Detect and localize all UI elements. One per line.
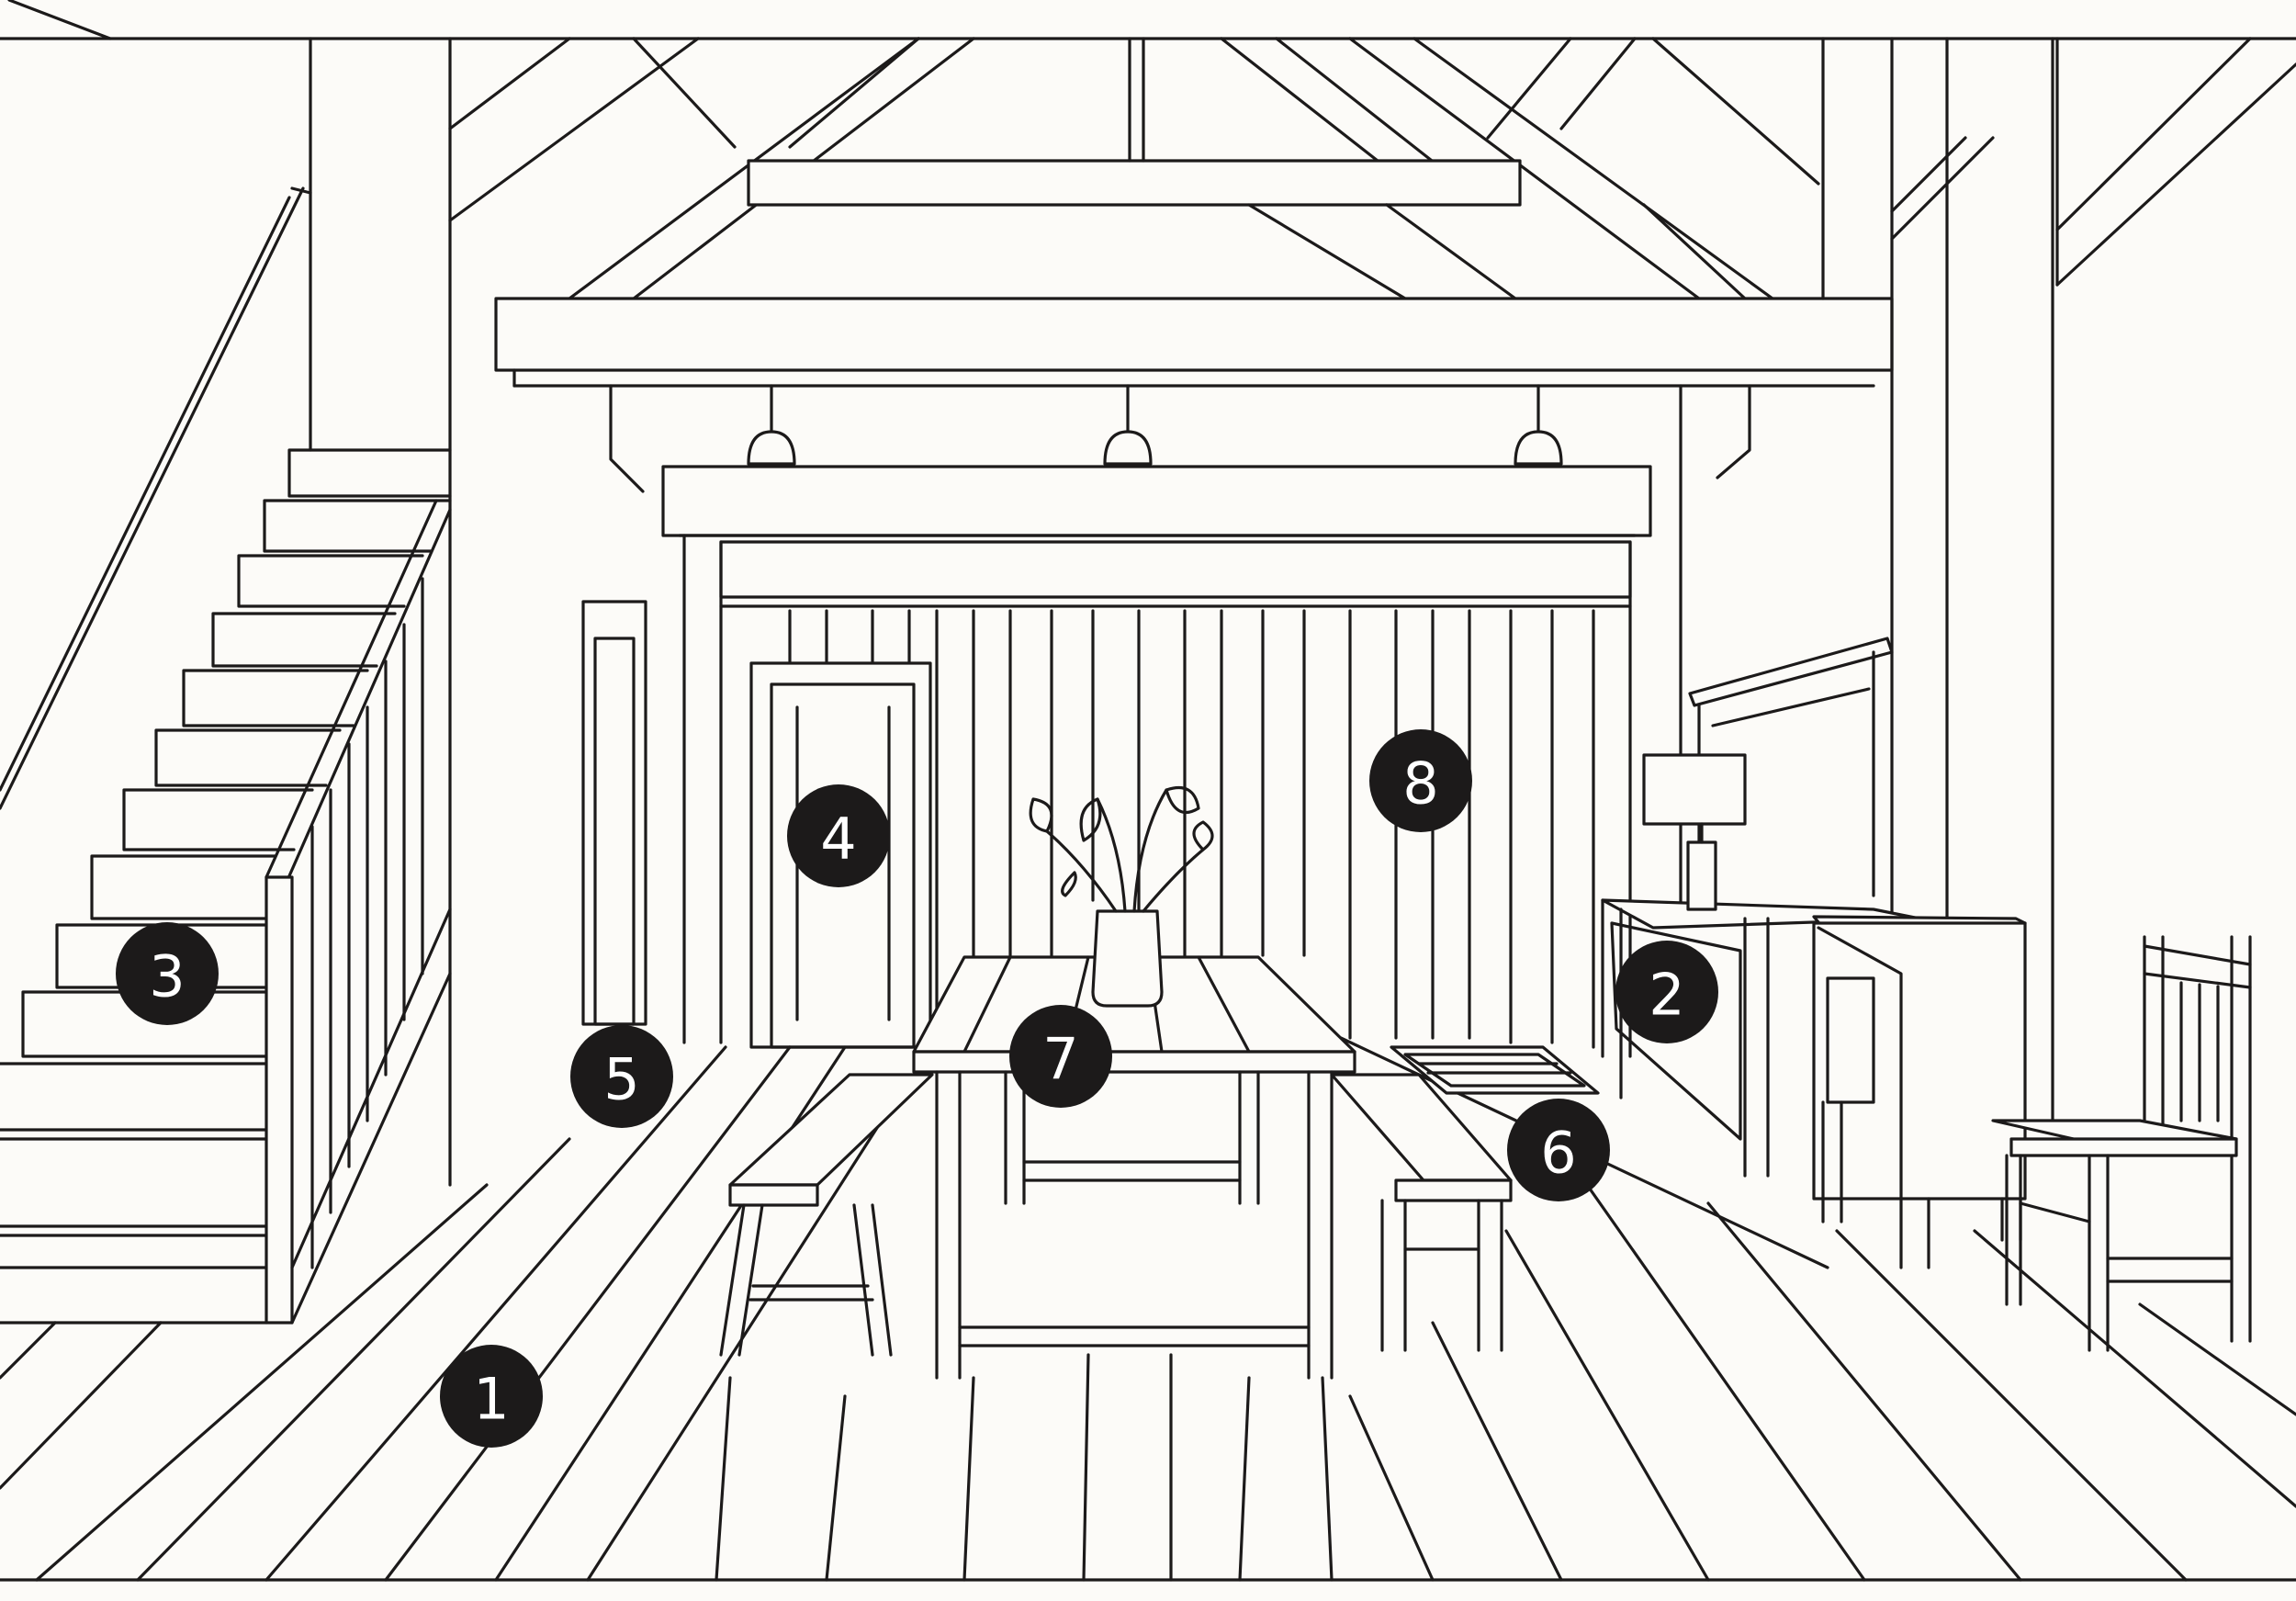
bench-right <box>1330 1073 1513 1352</box>
lower-beam <box>609 384 1751 1058</box>
marker-1-label: 1 <box>473 1366 509 1433</box>
marker-5: 5 <box>570 1025 673 1128</box>
marker-6: 6 <box>1507 1099 1610 1201</box>
bench-left <box>719 1073 934 1357</box>
marker-5-label: 5 <box>603 1046 639 1113</box>
marker-8-label: 8 <box>1402 750 1438 817</box>
marker-7: 7 <box>1009 1005 1112 1108</box>
dining-table <box>912 955 1356 1380</box>
marker-3: 3 <box>116 922 219 1025</box>
marker-6-label: 6 <box>1540 1120 1576 1187</box>
marker-2: 2 <box>1615 941 1718 1043</box>
marker-1: 1 <box>440 1345 543 1448</box>
board-wall <box>788 609 1595 1049</box>
posts <box>309 37 2054 1187</box>
marker-8: 8 <box>1369 729 1472 832</box>
cabinet <box>1812 915 2027 1269</box>
marker-2-label: 2 <box>1649 962 1684 1029</box>
marker-7-label: 7 <box>1042 1026 1078 1093</box>
floor-boards <box>0 1036 2296 1582</box>
staircase <box>0 186 452 1325</box>
pendant-lights <box>747 384 1563 466</box>
roof-trusses <box>0 0 2296 300</box>
marker-3-label: 3 <box>149 943 185 1010</box>
marker-4: 4 <box>787 784 890 887</box>
rug <box>1390 1045 1600 1095</box>
chair <box>1991 935 2252 1352</box>
marker-4-label: 4 <box>820 806 856 873</box>
main-beam <box>494 297 1894 388</box>
side-doorway <box>581 600 647 1026</box>
plant <box>1029 785 1214 1008</box>
